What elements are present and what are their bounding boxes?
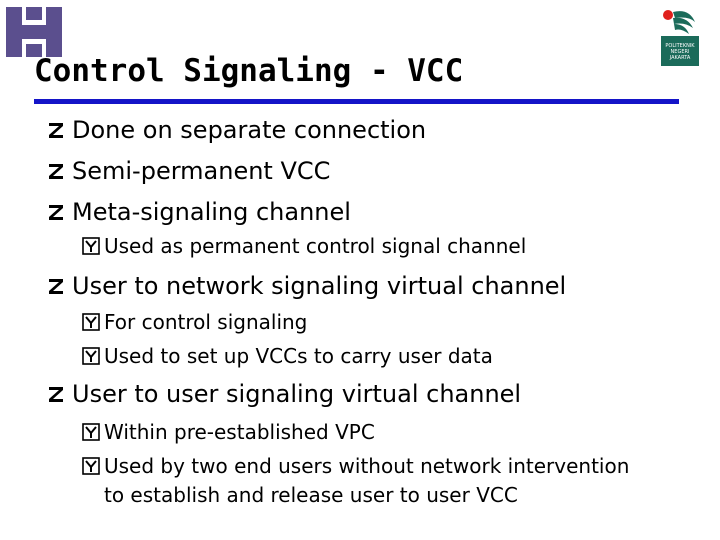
- y-bullet-icon: [82, 237, 100, 255]
- bullet-item: Done on separate connection: [46, 116, 426, 144]
- z-bullet-icon: [49, 164, 63, 179]
- slide-title: Control Signaling - VCC: [34, 53, 464, 89]
- z-bullet-icon: [49, 123, 63, 138]
- bullet-item: Semi-permanent VCC: [46, 157, 330, 185]
- sub-bullet-item: Used by two end users without network in…: [82, 454, 629, 478]
- sub-bullet-text: For control signaling: [104, 310, 308, 334]
- sub-bullet-item: Within pre-established VPC: [82, 420, 375, 444]
- bullet-text: Semi-permanent VCC: [72, 157, 331, 185]
- y-bullet-icon: [82, 423, 100, 441]
- bullet-text: Meta-signaling channel: [72, 198, 351, 226]
- y-bullet-icon: [82, 457, 100, 475]
- sub-bullet-item: For control signaling: [82, 310, 307, 334]
- z-bullet-icon: [49, 279, 63, 294]
- y-bullet-icon: [82, 347, 100, 365]
- sub-bullet-item: Used to set up VCCs to carry user data: [82, 344, 493, 368]
- sub-bullet-text: Used by two end users without network in…: [104, 454, 630, 478]
- bullet-item: Meta-signaling channel: [46, 198, 351, 226]
- sub-bullet-continuation: to establish and release user to user VC…: [104, 483, 518, 507]
- sub-bullet-text: Used to set up VCCs to carry user data: [104, 344, 493, 368]
- bullet-item: User to network signaling virtual channe…: [46, 272, 566, 300]
- bullet-item: User to user signaling virtual channel: [46, 380, 521, 408]
- title-underline: [34, 99, 679, 104]
- sub-bullet-item: Used as permanent control signal channel: [82, 234, 526, 258]
- sub-bullet-text: Used as permanent control signal channel: [104, 234, 527, 258]
- interlocking-h-logo-icon: [6, 7, 62, 57]
- bullet-text: User to network signaling virtual channe…: [72, 272, 567, 300]
- y-bullet-icon: [82, 313, 100, 331]
- bullet-text: User to user signaling virtual channel: [72, 380, 522, 408]
- z-bullet-icon: [49, 387, 63, 402]
- sub-bullet-text: Within pre-established VPC: [104, 420, 375, 444]
- bullet-text: Done on separate connection: [72, 116, 427, 144]
- z-bullet-icon: [49, 205, 63, 220]
